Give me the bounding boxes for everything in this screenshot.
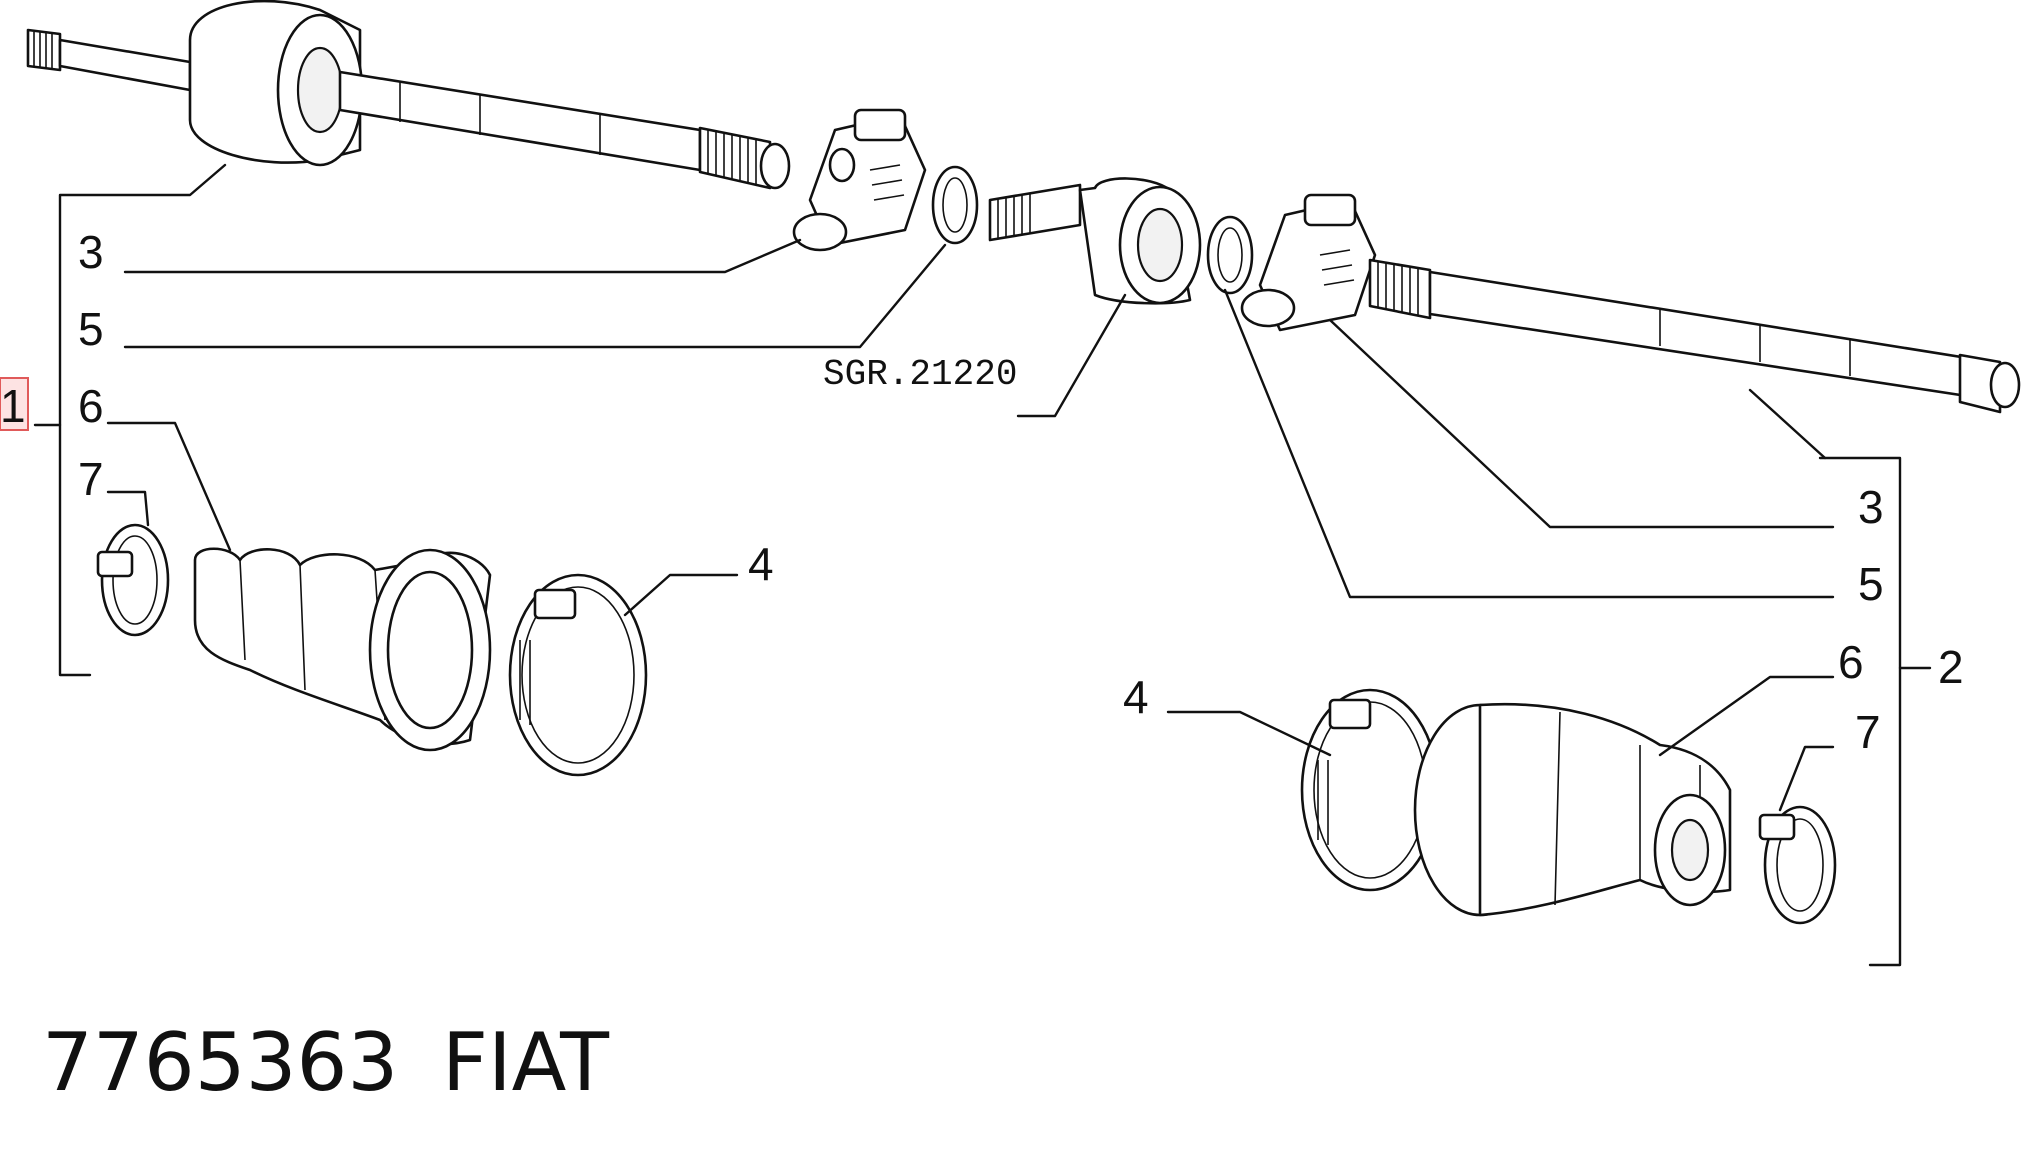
left-small-clamp (96, 523, 170, 637)
right-circlip (1206, 215, 1254, 295)
group-1-highlight (0, 377, 29, 431)
right-drive-shaft (1368, 258, 2021, 414)
left-cv-boot (193, 547, 492, 752)
callout-group-1: 1 (0, 380, 26, 432)
callout-right-7: 7 (1855, 706, 1881, 758)
callout-left-6: 6 (78, 380, 104, 432)
callout-center-reference: SGR.21220 (823, 354, 1017, 395)
callout-left-5: 5 (78, 303, 104, 355)
caption-part-number: 7765363 (42, 1016, 398, 1109)
left-circlip (931, 165, 979, 245)
callout-left-4: 4 (748, 538, 774, 590)
center-joint-housing (988, 177, 1202, 305)
caption-brand: FIAT (442, 1016, 610, 1109)
right-large-clamp (1300, 688, 1440, 892)
right-small-clamp (1758, 805, 1837, 925)
callout-right-3: 3 (1858, 481, 1884, 533)
callout-left-7: 7 (78, 453, 104, 505)
callout-right-6: 6 (1838, 636, 1864, 688)
left-large-clamp (508, 573, 648, 777)
leader-lines (33, 163, 1932, 967)
right-tripod-joint (1240, 193, 1377, 332)
left-tripod-joint (792, 108, 927, 252)
callout-right-4: 4 (1123, 671, 1149, 723)
callout-group-2: 2 (1938, 641, 1964, 693)
left-drive-shaft (26, 0, 791, 190)
right-cv-boot (1413, 703, 1732, 917)
callout-right-5: 5 (1858, 558, 1884, 610)
callout-left-3: 3 (78, 226, 104, 278)
